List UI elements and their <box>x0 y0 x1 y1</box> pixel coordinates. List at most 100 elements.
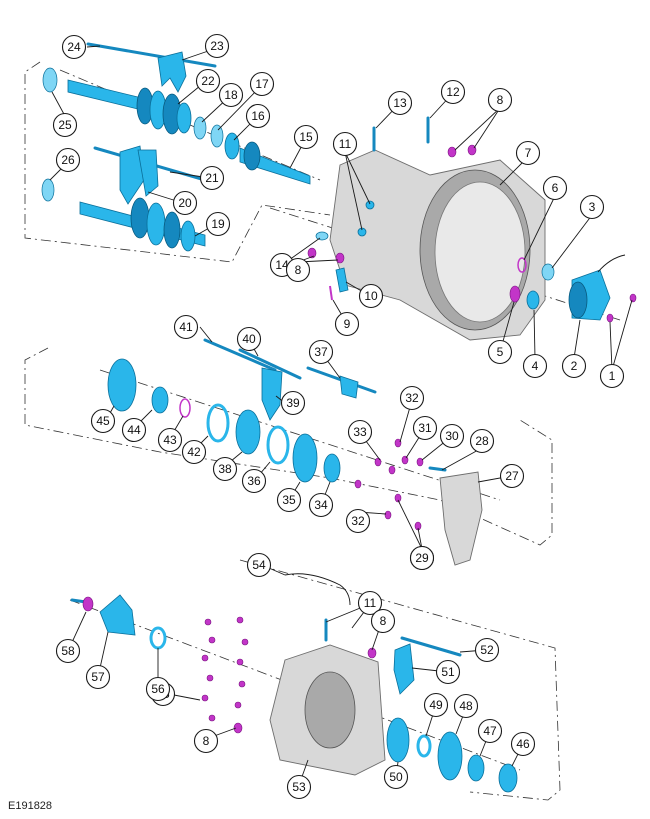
ring-3 <box>541 263 555 281</box>
callout-circle <box>195 68 221 94</box>
callout-58: 58 <box>55 638 81 664</box>
callout-circle <box>515 140 541 166</box>
callout-number: 8 <box>497 93 504 107</box>
callout-circle <box>246 552 272 578</box>
callout-circle <box>399 385 425 411</box>
callout-number: 17 <box>255 77 269 91</box>
leader-11a <box>344 151 371 205</box>
callout-51: 51 <box>435 659 461 685</box>
callout-number: 42 <box>187 445 201 459</box>
gear-35 <box>292 433 318 483</box>
callout-number: 22 <box>201 74 215 88</box>
callout-number: 32 <box>405 391 419 405</box>
bolt-55k <box>208 714 216 722</box>
callout-43: 43 <box>157 427 183 453</box>
callout-circle <box>172 190 198 216</box>
counter-gear-19b <box>146 202 166 246</box>
callout-number: 39 <box>286 396 300 410</box>
callout-number: 14 <box>275 258 289 272</box>
gear-45 <box>107 358 137 412</box>
callout-circle <box>199 165 225 191</box>
bearing-retainer-5 <box>509 285 521 303</box>
callout-circle <box>157 427 183 453</box>
callout-number: 47 <box>483 724 497 738</box>
ring-18 <box>193 116 207 140</box>
callout-circle <box>358 283 384 309</box>
input-shaft-gear-15 <box>243 141 261 171</box>
callout-number: 15 <box>299 130 313 144</box>
callout-circle <box>579 194 605 220</box>
bolt-55g <box>206 674 214 682</box>
bearing-44 <box>151 386 169 414</box>
callout-number: 36 <box>247 474 261 488</box>
callout-29-5: 29 <box>409 545 435 571</box>
callout-number: 16 <box>251 109 265 123</box>
leader-1 <box>611 299 633 371</box>
callout-circle <box>218 82 244 108</box>
callout-41: 41 <box>173 314 199 340</box>
callout-number: 57 <box>91 670 105 684</box>
callout-number: 34 <box>314 498 328 512</box>
callout-number: 28 <box>475 434 489 448</box>
shift-rail-41 <box>203 338 277 372</box>
seal-4 <box>526 290 540 310</box>
callout-circle <box>173 314 199 340</box>
callout-number: 54 <box>252 558 266 572</box>
group-outline-middle <box>24 347 553 546</box>
seal-6 <box>517 257 527 273</box>
callout-42: 42 <box>181 439 207 465</box>
callout-circle <box>55 147 81 173</box>
callout-circle <box>241 468 267 494</box>
callout-circle <box>55 638 81 664</box>
callout-circle <box>469 428 495 454</box>
callout-11: 11 <box>332 131 358 157</box>
callout-circle <box>236 326 262 352</box>
callout-number: 3 <box>589 200 596 214</box>
callout-number: 40 <box>242 332 256 346</box>
leader-4 <box>533 309 536 359</box>
callout-circle <box>561 353 587 379</box>
callout-circle <box>308 339 334 365</box>
callout-27: 27 <box>499 463 525 489</box>
callout-number: 18 <box>224 88 238 102</box>
callout-circle <box>383 764 409 790</box>
callout-circle <box>440 79 466 105</box>
callout-number: 50 <box>389 770 403 784</box>
bolt-55e <box>201 654 209 662</box>
shift-rail-40 <box>238 348 302 380</box>
callout-6: 6 <box>542 175 568 201</box>
callout-30: 30 <box>439 423 465 449</box>
figure-id: E191828 <box>8 800 53 812</box>
shift-rail-52 <box>400 636 462 657</box>
callout-25: 25 <box>52 112 78 138</box>
callout-49: 49 <box>423 692 449 718</box>
callout-number: 51 <box>441 665 455 679</box>
shift-fork-20a <box>119 145 145 205</box>
callout-number: 35 <box>282 493 296 507</box>
callout-number: 25 <box>58 118 72 132</box>
housing-bolt-11a <box>365 200 375 210</box>
callout-number: 19 <box>211 217 225 231</box>
callout-53: 53 <box>286 774 312 800</box>
callout-circle <box>249 71 275 97</box>
callout-circle <box>61 34 87 60</box>
callout-circle <box>412 415 438 441</box>
callout-32: 32 <box>399 385 425 411</box>
group-outline-bottom <box>239 559 561 801</box>
bolt-1b <box>606 313 614 323</box>
leader-7 <box>499 159 526 186</box>
callout-circle <box>439 423 465 449</box>
callout-circle <box>347 419 373 445</box>
callout-circle <box>90 408 116 434</box>
callout-circle <box>387 90 413 116</box>
callout-35: 35 <box>276 487 302 513</box>
bolt-32a <box>394 438 402 448</box>
top-group-parts <box>41 42 311 252</box>
leader-28 <box>441 448 481 471</box>
synchro-ring-42 <box>206 403 230 443</box>
callout-5: 5 <box>487 339 513 365</box>
bolt-55f <box>236 658 244 666</box>
lever-10 <box>335 267 349 293</box>
callout-circle <box>435 659 461 685</box>
shift-fork-51 <box>393 643 415 695</box>
